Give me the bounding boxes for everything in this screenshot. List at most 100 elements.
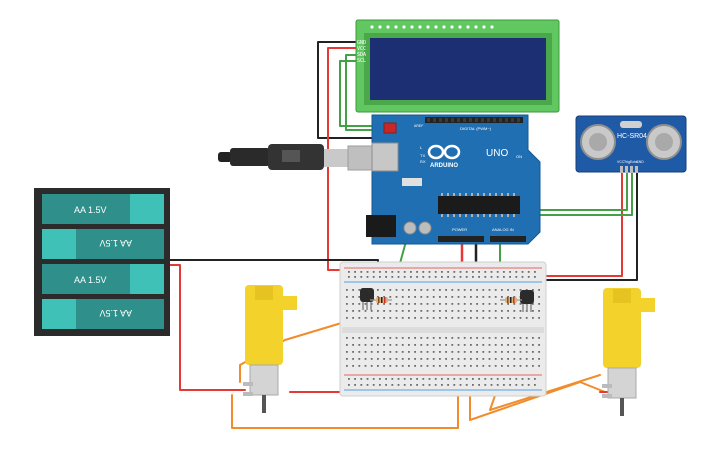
breadboard-hole[interactable]: [488, 358, 491, 360]
breadboard-hole[interactable]: [457, 317, 460, 319]
breadboard-hole[interactable]: [395, 344, 398, 346]
breadboard-hole[interactable]: [377, 317, 379, 319]
breadboard-hole[interactable]: [364, 303, 367, 305]
breadboard-hole[interactable]: [507, 344, 509, 346]
breadboard-hole[interactable]: [494, 296, 497, 298]
breadboard-hole[interactable]: [463, 358, 466, 360]
breadboard-hole[interactable]: [484, 276, 487, 278]
breadboard-hole[interactable]: [391, 276, 394, 278]
breadboard-hole[interactable]: [401, 310, 404, 312]
breadboard-hole[interactable]: [488, 337, 491, 339]
breadboard-hole[interactable]: [439, 358, 441, 360]
breadboard-hole[interactable]: [525, 337, 528, 339]
breadboard-hole[interactable]: [538, 351, 540, 353]
breadboard-hole[interactable]: [513, 303, 516, 305]
breadboard-hole[interactable]: [420, 303, 423, 305]
breadboard-hole[interactable]: [496, 276, 499, 278]
breadboard-hole[interactable]: [513, 358, 516, 360]
breadboard-hole[interactable]: [401, 296, 404, 298]
breadboard-hole[interactable]: [401, 289, 404, 291]
motor-left[interactable]: [243, 285, 297, 413]
breadboard-hole[interactable]: [507, 351, 509, 353]
breadboard-hole[interactable]: [538, 289, 540, 291]
breadboard-hole[interactable]: [422, 271, 425, 273]
breadboard-hole[interactable]: [453, 378, 456, 380]
breadboard-hole[interactable]: [360, 384, 363, 386]
breadboard-hole[interactable]: [358, 358, 361, 360]
breadboard-hole[interactable]: [470, 351, 472, 353]
breadboard-hole[interactable]: [370, 358, 373, 360]
breadboard-hole[interactable]: [354, 384, 356, 386]
breadboard-hole[interactable]: [463, 303, 466, 305]
breadboard-hole[interactable]: [377, 344, 379, 346]
breadboard-hole[interactable]: [358, 310, 361, 312]
breadboard-hole[interactable]: [366, 378, 369, 380]
breadboard-hole[interactable]: [463, 344, 466, 346]
breadboard-hole[interactable]: [428, 271, 431, 273]
breadboard-hole[interactable]: [465, 384, 468, 386]
breadboard-hole[interactable]: [465, 378, 468, 380]
breadboard-hole[interactable]: [451, 317, 454, 319]
breadboard-hole[interactable]: [426, 303, 429, 305]
wire-motor-right-b[interactable]: [469, 381, 606, 421]
breadboard-hole[interactable]: [408, 310, 410, 312]
breadboard-hole[interactable]: [463, 351, 466, 353]
breadboard-hole[interactable]: [346, 344, 348, 346]
breadboard-hole[interactable]: [463, 365, 466, 367]
breadboard-hole[interactable]: [507, 337, 509, 339]
breadboard-hole[interactable]: [496, 378, 499, 380]
breadboard-hole[interactable]: [494, 317, 497, 319]
breadboard-hole[interactable]: [509, 384, 511, 386]
breadboard-hole[interactable]: [515, 276, 518, 278]
breadboard-hole[interactable]: [532, 317, 534, 319]
breadboard-hole[interactable]: [379, 271, 381, 273]
breadboard-hole[interactable]: [408, 358, 410, 360]
breadboard-hole[interactable]: [377, 365, 379, 367]
breadboard-hole[interactable]: [377, 296, 379, 298]
breadboard-hole[interactable]: [428, 378, 431, 380]
breadboard-hole[interactable]: [476, 344, 478, 346]
breadboard-hole[interactable]: [395, 310, 398, 312]
breadboard-hole[interactable]: [389, 365, 392, 367]
breadboard-hole[interactable]: [445, 337, 447, 339]
breadboard-hole[interactable]: [445, 289, 447, 291]
breadboard-hole[interactable]: [445, 358, 447, 360]
breadboard-hole[interactable]: [488, 317, 491, 319]
breadboard-hole[interactable]: [352, 296, 354, 298]
breadboard-hole[interactable]: [501, 344, 503, 346]
breadboard-hole[interactable]: [496, 271, 499, 273]
breadboard-hole[interactable]: [534, 378, 536, 380]
breadboard-hole[interactable]: [352, 358, 354, 360]
breadboard-hole[interactable]: [391, 384, 394, 386]
breadboard-hole[interactable]: [389, 351, 392, 353]
breadboard-hole[interactable]: [463, 310, 466, 312]
breadboard-hole[interactable]: [532, 303, 534, 305]
breadboard-hole[interactable]: [414, 344, 416, 346]
breadboard-hole[interactable]: [476, 317, 478, 319]
breadboard-hole[interactable]: [370, 310, 373, 312]
breadboard-hole[interactable]: [346, 351, 348, 353]
breadboard-hole[interactable]: [395, 317, 398, 319]
breadboard-hole[interactable]: [414, 296, 416, 298]
breadboard-hole[interactable]: [453, 271, 456, 273]
breadboard-hole[interactable]: [494, 310, 497, 312]
breadboard-hole[interactable]: [507, 303, 509, 305]
breadboard-hole[interactable]: [383, 317, 385, 319]
resistor-left[interactable]: [370, 297, 392, 303]
breadboard-hole[interactable]: [408, 317, 410, 319]
breadboard-hole[interactable]: [513, 317, 516, 319]
breadboard-hole[interactable]: [370, 317, 373, 319]
breadboard-hole[interactable]: [507, 296, 509, 298]
breadboard-hole[interactable]: [397, 276, 400, 278]
breadboard-hole[interactable]: [494, 289, 497, 291]
breadboard-hole[interactable]: [434, 271, 437, 273]
arduino-uno[interactable]: ARDUINO UNO DIGITAL (PWM~) TX RX L ON AR…: [366, 114, 541, 245]
breadboard-hole[interactable]: [364, 365, 367, 367]
breadboard-hole[interactable]: [434, 378, 437, 380]
breadboard-hole[interactable]: [410, 378, 412, 380]
breadboard-hole[interactable]: [445, 344, 447, 346]
breadboard-hole[interactable]: [509, 378, 511, 380]
reset-button[interactable]: [383, 122, 397, 134]
breadboard-hole[interactable]: [426, 337, 429, 339]
breadboard-hole[interactable]: [482, 303, 485, 305]
